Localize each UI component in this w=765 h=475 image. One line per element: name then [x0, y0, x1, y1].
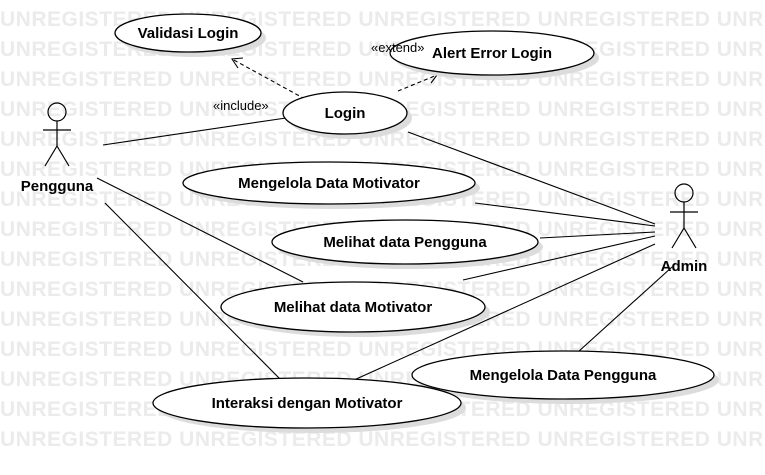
actor-label: Admin — [661, 258, 708, 275]
use-case-ellipse — [271, 219, 539, 265]
actor-label: Pengguna — [21, 178, 94, 195]
use-case-ellipse — [152, 377, 462, 429]
use-case-ellipse — [411, 350, 715, 400]
use-case-ellipse — [220, 281, 486, 333]
use-case-ellipse — [282, 91, 408, 135]
use-case-label: Interaksi dengan Motivator — [212, 395, 403, 412]
assoc-admin-interaksi-dengan-motivator — [353, 243, 656, 381]
use-case-melihat-data-pengguna[interactable]: Melihat data Pengguna — [271, 219, 543, 269]
use-case-label: Alert Error Login — [432, 45, 552, 62]
use-case-label: Melihat data Motivator — [274, 299, 433, 316]
use-case-label: Validasi Login — [138, 25, 239, 42]
assoc-pengguna-melihat-data-motivator — [96, 177, 304, 283]
use-case-mengelola-data-motivator[interactable]: Mengelola Data Motivator — [182, 161, 480, 209]
extend-stereotype-label: «extend» — [371, 40, 425, 55]
use-case-label: Login — [325, 105, 366, 122]
use-case-interaksi-dengan-motivator[interactable]: Interaksi dengan Motivator — [152, 377, 466, 433]
watermark-text: UNREGISTERED UNREGISTERED UNREGISTERED U… — [0, 428, 765, 451]
include-stereotype-label: «include» — [213, 98, 269, 113]
watermark-text: UNREGISTERED UNREGISTERED UNREGISTERED U… — [0, 8, 765, 31]
use-case-label: Melihat data Pengguna — [323, 234, 487, 251]
use-case-ellipse — [182, 161, 476, 205]
actor-stick-figure-icon — [670, 183, 698, 249]
use-case-alert-error-login[interactable]: Alert Error Login — [389, 30, 599, 80]
include-arrow-head — [231, 57, 244, 69]
associations — [96, 117, 673, 382]
use-case-mengelola-data-pengguna[interactable]: Mengelola Data Pengguna — [411, 350, 719, 404]
use-case-label: Mengelola Data Pengguna — [470, 367, 657, 384]
assoc-admin-melihat-data-motivator — [462, 235, 656, 281]
watermark-text: UNREGISTERED UNREGISTERED UNREGISTERED U… — [0, 68, 765, 91]
assoc-admin-mengelola-data-motivator — [474, 202, 656, 227]
assoc-admin-melihat-data-pengguna — [539, 231, 656, 239]
assoc-pengguna-login — [102, 117, 287, 146]
use-case-ellipse — [389, 30, 595, 76]
use-case-login[interactable]: Login — [282, 91, 412, 139]
actor-pengguna[interactable]: Pengguna — [21, 102, 94, 195]
use-case-validasi-login[interactable]: Validasi Login — [114, 13, 266, 57]
use-case-melihat-data-motivator[interactable]: Melihat data Motivator — [220, 281, 490, 337]
assoc-admin-login — [407, 131, 656, 225]
assoc-admin-mengelola-data-pengguna — [577, 266, 673, 353]
use-case-label: Mengelola Data Motivator — [238, 175, 420, 192]
actor-admin[interactable]: Admin — [661, 183, 708, 275]
actor-stick-figure-icon — [43, 102, 71, 167]
watermark-text: UNREGISTERED UNREGISTERED UNREGISTERED U… — [0, 128, 765, 151]
extend-arrow-line — [397, 74, 438, 92]
assoc-pengguna-interaksi-dengan-motivator — [104, 202, 283, 382]
use-case-ellipse — [114, 13, 262, 53]
